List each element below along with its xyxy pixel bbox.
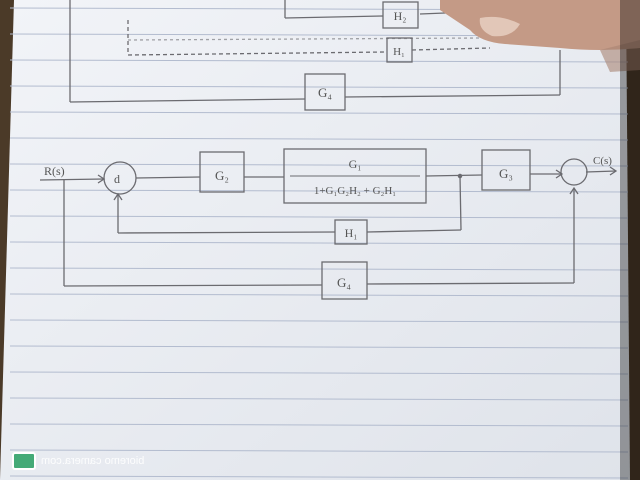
ruled-line	[9, 163, 629, 167]
fingernail	[479, 16, 520, 37]
top-block-g4-label: G₄	[318, 85, 332, 100]
ruled-line	[9, 111, 629, 115]
top-block-h2: H₂	[382, 1, 419, 29]
block-g3: G₃	[481, 149, 531, 191]
camera-icon	[12, 452, 36, 470]
block-g1-denominator: 1+G₁G₂H₂ + G₂H₁	[314, 185, 396, 197]
top-block-g4: G₄	[304, 73, 346, 111]
ruled-line	[9, 345, 629, 349]
ruled-line	[9, 423, 629, 427]
ruled-lines	[9, 7, 629, 479]
main-diagram-wires	[39, 166, 618, 287]
ruled-line	[9, 371, 629, 375]
block-g3-label: G₃	[499, 166, 513, 181]
ruled-line	[9, 137, 629, 141]
ruled-line	[9, 293, 629, 297]
top-block-h2-label: H₂	[394, 9, 407, 23]
watermark-text: bioremo camera.com	[41, 455, 145, 467]
output-label: C(s)	[593, 155, 612, 167]
block-g4: G₄	[321, 261, 368, 300]
ruled-line	[9, 397, 629, 401]
block-g2-label: G₂	[215, 168, 229, 183]
top-block-h1-label: H₁	[393, 46, 405, 58]
ruled-line	[9, 319, 629, 323]
block-h1: H₁	[334, 219, 368, 245]
watermark: bioremo camera.com	[12, 452, 144, 470]
block-g1-fraction: G₁ 1+G₁G₂H₂ + G₂H₁	[283, 148, 427, 204]
block-h1-label: H₁	[345, 226, 358, 240]
finger	[440, 0, 640, 50]
top-block-h1: H₁	[386, 37, 413, 63]
block-g4-label: G₄	[337, 275, 351, 290]
block-g2: G₂	[199, 151, 245, 193]
ruled-line	[9, 267, 629, 271]
ruled-line	[9, 215, 629, 219]
ruled-line	[9, 189, 629, 193]
ruled-line	[9, 449, 629, 453]
ruled-line	[9, 59, 629, 63]
ruled-line	[9, 241, 629, 245]
input-label: R(s)	[44, 164, 65, 178]
summing-junction-left: d	[103, 161, 137, 195]
block-g1-numerator: G₁	[349, 157, 362, 171]
summing-junction-label: d	[114, 172, 120, 186]
ruled-line	[9, 85, 629, 89]
summing-junction-right	[560, 158, 588, 186]
ruled-line	[9, 475, 629, 479]
